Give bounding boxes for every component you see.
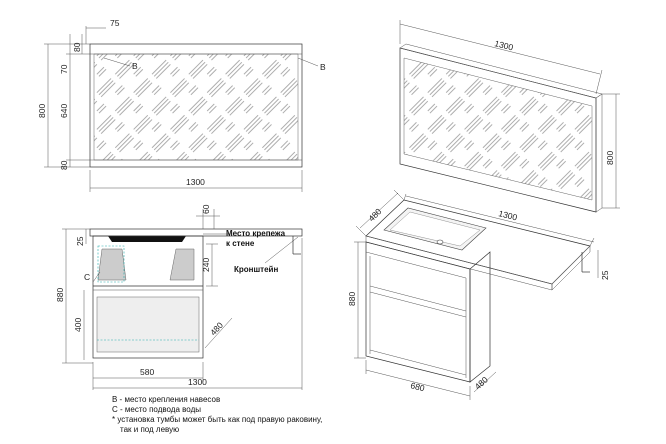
dim-body-width: 580 bbox=[140, 367, 154, 377]
dim-iso-bracket: 25 bbox=[600, 270, 610, 280]
dim-top-offset: 75 bbox=[110, 18, 120, 28]
dim-iso-mirror-height: 800 bbox=[605, 151, 615, 165]
dim-iso-base-depth: 480 bbox=[473, 374, 490, 391]
dim-lower-drawer: 400 bbox=[73, 318, 83, 332]
dim-middle-band: 640 bbox=[59, 104, 69, 118]
dim-top-band: 80 bbox=[72, 42, 82, 52]
dim-iso-width: 1300 bbox=[498, 208, 519, 222]
mirror-front-view: B B 75 800 70 640 80 80 1300 bbox=[37, 18, 326, 192]
dim-drawer-gap: 240 bbox=[201, 258, 211, 272]
label-wall-mount-1: Место крепежа bbox=[226, 229, 286, 238]
dim-mirror-height: 800 bbox=[37, 104, 47, 118]
label-wall-mount-2: к стене bbox=[226, 239, 255, 248]
dim-mirror-width: 1300 bbox=[186, 177, 205, 187]
marker-b-left: B bbox=[132, 61, 138, 71]
dim-total-height: 880 bbox=[55, 288, 65, 302]
mirror-iso-view: 1300 800 bbox=[399, 20, 620, 213]
note-line-2: C - место подвода воды bbox=[112, 405, 201, 414]
dim-upper-band: 70 bbox=[59, 64, 69, 74]
dim-iso-mirror-width: 1300 bbox=[494, 38, 515, 52]
label-bracket: Кронштейн bbox=[234, 265, 278, 274]
dim-depth-diag: 480 bbox=[208, 320, 225, 337]
note-line-4: так и под левую bbox=[120, 425, 180, 434]
notes-block: B - место крепления навесов C - место по… bbox=[112, 395, 412, 435]
dim-iso-base-width: 680 bbox=[410, 380, 426, 393]
cabinet-iso-view: 480 1300 880 25 680 480 bbox=[347, 189, 610, 400]
dim-top-depth: 25 bbox=[75, 236, 85, 246]
marker-b-right: B bbox=[320, 62, 326, 72]
cabinet-front-view: C Место крепежа к стене Кронштейн 60 240… bbox=[55, 204, 303, 390]
dim-iso-height: 880 bbox=[347, 292, 357, 306]
marker-c: C bbox=[84, 272, 90, 282]
dim-total-width: 1300 bbox=[188, 377, 207, 387]
dim-lower-band: 80 bbox=[59, 160, 69, 170]
note-line-3: * установка тумбы может быть как под пра… bbox=[112, 415, 323, 424]
dim-top-small: 60 bbox=[201, 204, 211, 214]
note-line-1: B - место крепления навесов bbox=[112, 395, 221, 404]
